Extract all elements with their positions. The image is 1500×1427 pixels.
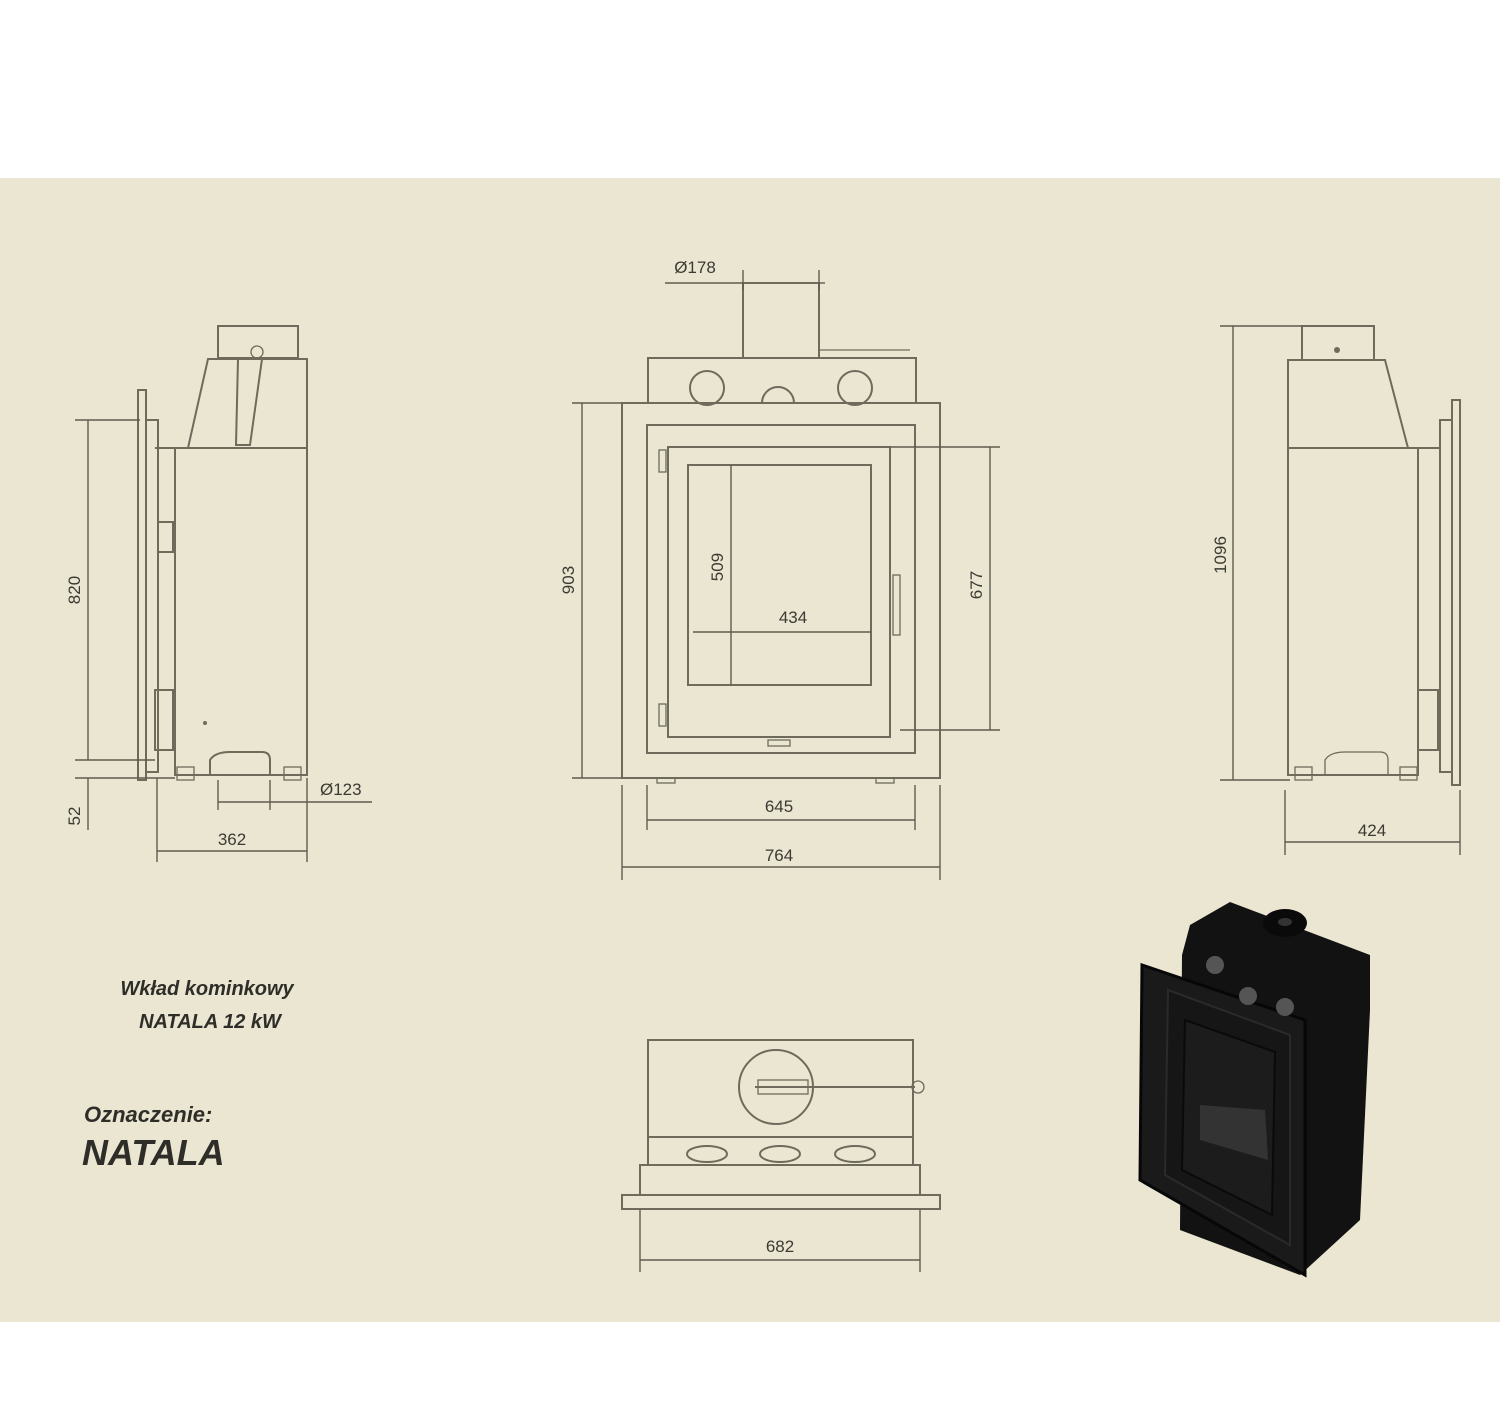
dim-height-1096: 1096 [1211,536,1230,574]
dim-door-width-645: 645 [765,797,793,816]
dim-glass-width-434: 434 [779,608,807,627]
caption: Wkład kominkowy NATALA 12 kW Oznaczenie:… [82,978,295,1173]
dim-depth-362: 362 [218,830,246,849]
right-side-view: 1096 424 [1211,325,1461,855]
dim-height-903: 903 [559,566,578,594]
dim-door-height-677: 677 [967,571,986,599]
top-view: 682 [621,1039,941,1272]
dim-flue-123: Ø123 [320,780,362,799]
dim-base-52: 52 [65,807,84,826]
dim-flue-178: Ø178 [674,258,716,277]
product-model-power: NATALA 12 kW [139,1011,283,1033]
front-view: Ø178 903 509 434 677 645 764 [559,258,1000,880]
fireplace-render [1138,902,1370,1278]
dim-height-820: 820 [65,576,84,604]
left-side-view: 820 52 362 Ø123 [65,325,372,862]
dim-glass-height-509: 509 [708,553,727,581]
dim-width-682: 682 [766,1237,794,1256]
designation-label: Oznaczenie: [84,1102,212,1127]
dim-depth-424: 424 [1358,821,1386,840]
product-type: Wkład kominkowy [120,978,294,1000]
dim-width-764: 764 [765,846,793,865]
designation-value: NATALA [82,1132,225,1173]
